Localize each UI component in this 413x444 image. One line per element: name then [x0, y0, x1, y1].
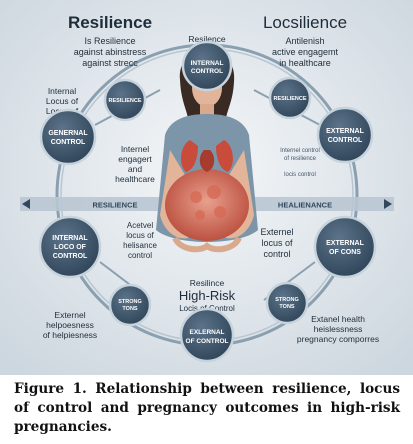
bottom-right-line-2: heislessness: [314, 324, 363, 334]
center-left-line-3: helisance: [123, 241, 157, 250]
node-lower-left-small: STRONG TONS: [108, 283, 152, 327]
center-right-line-3: control: [263, 249, 290, 259]
center-left-line-1: Acetvel: [127, 221, 153, 230]
node-right-lower-line-2: OF CONS: [329, 249, 361, 256]
center-right-line-2: locus of: [261, 238, 293, 248]
node-left-lower-line-1: INTERNAL: [52, 235, 88, 242]
top-center-label: Resilence: [188, 34, 226, 44]
top-right-line-2: active engagemt: [272, 47, 339, 57]
node-bottom-external-control: EXLERNAL OF CONTROL: [179, 307, 235, 363]
node-left-upper-line-1: GENERNAL: [48, 130, 88, 137]
left-mid-text: Internel engagert and healthcare: [115, 144, 155, 184]
node-lower-right-small: STRONG TONS: [265, 281, 309, 325]
right-mid-line-1: Internel control: [280, 148, 320, 154]
node-right-lower-external: EXTERNAL OF CONS: [313, 215, 377, 279]
right-mid-line-2: of resilience: [284, 156, 317, 162]
node-left-lower-internal-locus: INTERNAL LOCO OF CONTROL: [38, 215, 102, 279]
figure-caption: Figure 1. Relationship between resilienc…: [14, 381, 400, 435]
right-mid-text: Internel control of resilience locis con…: [280, 148, 320, 178]
belly: [165, 169, 249, 241]
left-mid-line-3: and: [128, 164, 142, 174]
band-right-arrow: [384, 199, 392, 209]
node-left-lower-line-2: LOCO OF: [54, 244, 87, 251]
bottom-left-line-3: of helpiesness: [43, 330, 97, 340]
title-right: Locsilience: [263, 13, 347, 32]
top-left-text: Is Resilience against abinstress against…: [74, 36, 147, 68]
node-left-upper-general-control: GENERNAL CONTROL: [39, 108, 97, 166]
node-lower-right-small-line-2: TONS: [279, 304, 295, 310]
top-left-line-3: against strecc: [82, 58, 138, 68]
node-left-upper-line-2: CONTROL: [51, 139, 86, 146]
node-right-upper-line-2: CONTROL: [328, 137, 363, 144]
node-left-lower-line-3: CONTROL: [53, 253, 88, 260]
title-left: Resilience: [68, 13, 152, 32]
left-mid-line-4: healthcare: [115, 174, 155, 184]
left-upper-line-1: Internal: [48, 86, 76, 96]
node-lower-left-small-line-1: STRONG: [118, 299, 142, 305]
center-bottom-line-1: Resilince: [190, 278, 225, 288]
center-right-text: Externel locus of control: [260, 227, 293, 259]
band-left-arrow: [22, 199, 30, 209]
bottom-right-line-3: pregnancy comporres: [297, 334, 379, 344]
center-left-line-2: locus of: [126, 231, 154, 240]
node-top-line-2: CONTROL: [191, 68, 223, 75]
band-right-label: HEALIENANCE: [278, 201, 332, 210]
top-left-line-1: Is Resilience: [84, 36, 135, 46]
diagram-illustration: RESILIENCE HEALIENANCE Resilience Locsil…: [0, 0, 413, 375]
node-lower-right-small-line-1: STRONG: [275, 297, 299, 303]
center-bottom-line-2: High-Risk: [179, 288, 236, 303]
bottom-right-line-1: Extanel health: [311, 314, 365, 324]
node-right-upper-external-control: EXTERNAL CONTROL: [316, 106, 374, 164]
left-upper-line-2: Locus of: [46, 96, 79, 106]
band-left-label: RESILIENCE: [92, 201, 137, 210]
left-mid-line-1: Internel: [121, 144, 149, 154]
bottom-right-text: Extanel health heislessness pregnancy co…: [297, 314, 379, 344]
node-top-internal-control: INTERNAL CONTROL: [181, 40, 233, 92]
node-upper-left-small-label: RESILIENCE: [108, 98, 141, 104]
top-right-line-1: Antilenish: [285, 36, 324, 46]
node-upper-right-small-label: RESILIENCE: [273, 96, 306, 102]
center-right-line-1: Externel: [260, 227, 293, 237]
top-right-text: Antilenish active engagemt in healthcare: [272, 36, 339, 68]
center-left-line-4: control: [128, 251, 152, 260]
bottom-left-line-2: helpoesness: [46, 320, 94, 330]
top-right-line-3: in healthcare: [279, 58, 331, 68]
lungs: [181, 140, 233, 172]
node-bottom-line-1: EXLERNAL: [189, 329, 224, 336]
node-right-upper-line-1: EXTERNAL: [326, 128, 364, 135]
bottom-left-text: Externel helpoesness of helpiesness: [43, 310, 97, 340]
node-upper-right-small: RESILIENCE: [268, 76, 312, 120]
left-mid-line-2: engagert: [118, 154, 152, 164]
center-left-text: Acetvel locus of helisance control: [123, 221, 157, 260]
top-left-line-2: against abinstress: [74, 47, 147, 57]
node-right-lower-line-1: EXTERNAL: [326, 240, 364, 247]
node-lower-left-small-line-2: TONS: [122, 306, 138, 312]
bottom-left-line-1: Externel: [54, 310, 85, 320]
node-bottom-line-2: OF CONTROL: [186, 338, 229, 345]
right-mid-line-3: locis control: [284, 172, 316, 178]
node-top-line-1: INTERNAL: [191, 60, 224, 67]
node-upper-left-small: RESILIENCE: [103, 78, 147, 122]
